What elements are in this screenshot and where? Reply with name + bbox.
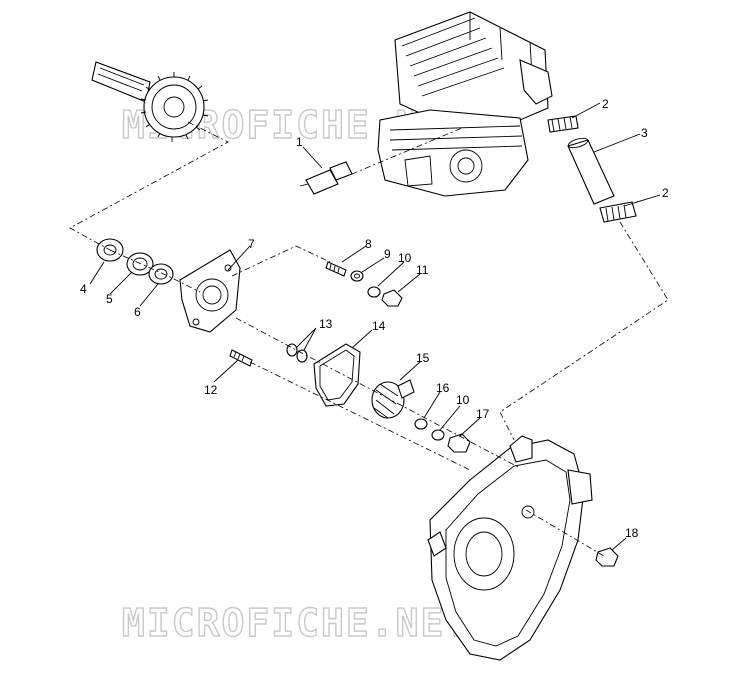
part-2-clamp-upper [547, 115, 579, 133]
callout-8: 8 [365, 237, 372, 251]
callout-labels: 1 2 3 2 4 5 6 7 8 9 10 11 12 13 14 15 16… [80, 97, 669, 540]
crankcase-cover [427, 435, 593, 661]
callout-3: 3 [641, 126, 648, 140]
part-3-hose [567, 137, 615, 205]
assembly-lines [69, 121, 669, 557]
cylinder-head [377, 11, 553, 197]
callout-11: 11 [416, 263, 429, 277]
part-10-washer-lower [431, 429, 445, 441]
part-6-seal [148, 263, 174, 285]
callout-leaders [89, 102, 661, 551]
part-17-nut [447, 433, 471, 453]
callout-18: 18 [625, 526, 639, 540]
camshaft-gear [91, 61, 209, 142]
part-2-clamp-lower [599, 201, 637, 223]
part-11-nut [381, 289, 403, 307]
part-18-nut [595, 547, 619, 567]
callout-9: 9 [384, 247, 391, 261]
part-13-o-rings [286, 343, 308, 363]
part-15-impeller [371, 379, 415, 419]
callout-16: 16 [436, 381, 450, 395]
callout-7: 7 [248, 237, 255, 251]
watermark-bottom: MICROFICHE.NET [122, 601, 470, 645]
part-9-washer [350, 270, 364, 282]
callout-2-upper: 2 [602, 97, 609, 111]
part-14-gasket [313, 343, 361, 407]
part-16-washer [414, 418, 428, 430]
part-10-washer-upper [367, 286, 381, 298]
callout-6: 6 [134, 305, 141, 319]
part-7-pump-housing [179, 249, 241, 333]
callout-2-lower: 2 [662, 186, 669, 200]
callout-15: 15 [416, 351, 430, 365]
callout-17: 17 [476, 407, 490, 421]
callout-13: 13 [319, 317, 333, 331]
callout-4: 4 [80, 282, 87, 296]
part-5-bearing [126, 252, 154, 276]
part-12-stud [229, 349, 253, 367]
callout-12: 12 [204, 383, 218, 397]
callout-10-upper: 10 [398, 251, 412, 265]
callout-5: 5 [106, 292, 113, 306]
callout-10-lower: 10 [456, 393, 470, 407]
callout-14: 14 [372, 319, 386, 333]
callout-1: 1 [296, 135, 303, 149]
part-1-sensor [299, 161, 353, 195]
part-8-stud [325, 261, 347, 277]
